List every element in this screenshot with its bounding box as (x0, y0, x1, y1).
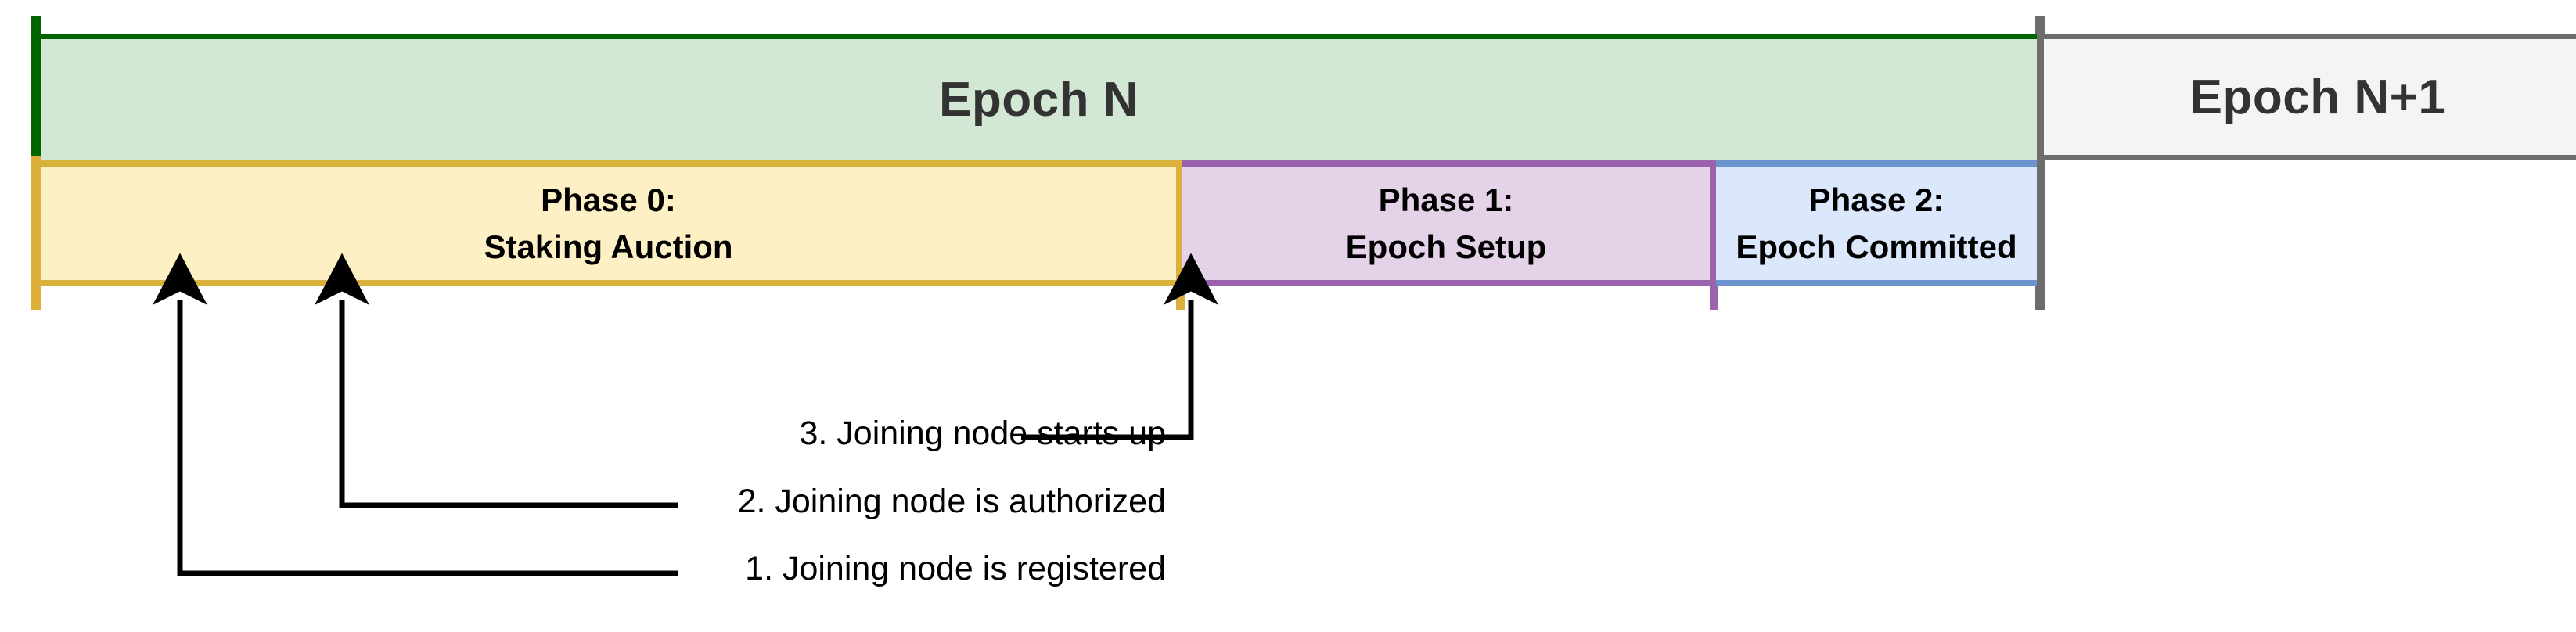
phase-0-box: Phase 0: Staking Auction (41, 160, 1176, 286)
callout-connector-1 (153, 253, 678, 576)
callout-connector-2 (315, 253, 678, 508)
phase-2-subtitle: Epoch Committed (1736, 228, 2017, 265)
epoch-start-marker-gold (31, 156, 41, 310)
callout-label-1: 1. Joining node is registered (745, 550, 1166, 587)
epoch-n-label: Epoch N (939, 73, 1139, 127)
phase1-phase2-boundary-marker (1710, 156, 1718, 310)
phase-2-title: Phase 2: (1808, 181, 1945, 218)
phase-1-subtitle: Epoch Setup (1345, 228, 1547, 265)
epoch-n-box: Epoch N (41, 34, 2037, 160)
epoch-start-marker-green (31, 16, 41, 161)
phase0-phase1-boundary-marker (1176, 156, 1185, 310)
phase-2-box: Phase 2: Epoch Committed (1716, 160, 2037, 286)
epoch-n-plus-1-label: Epoch N+1 (2189, 70, 2446, 124)
callout-label-3: 3. Joining node starts up (799, 415, 1166, 452)
epoch-n-plus-1-box: Epoch N+1 (2044, 34, 2576, 160)
phase-1-title: Phase 1: (1378, 181, 1514, 218)
epoch-end-boundary-marker (2035, 16, 2045, 310)
phase-0-subtitle: Staking Auction (484, 228, 733, 265)
phase-1-box: Phase 1: Epoch Setup (1182, 160, 1710, 286)
phase-0-title: Phase 0: (541, 181, 676, 218)
callout-label-2: 2. Joining node is authorized (737, 483, 1166, 520)
callout-connector-3 (1021, 253, 1218, 440)
